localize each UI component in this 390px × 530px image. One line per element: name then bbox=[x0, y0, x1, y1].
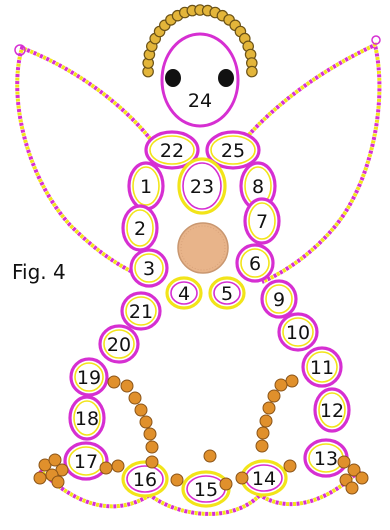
ring-label-12: 12 bbox=[320, 400, 344, 422]
ring-label-17: 17 bbox=[74, 451, 98, 473]
orange-bead bbox=[346, 482, 358, 494]
ring-label-9: 9 bbox=[273, 289, 285, 311]
orange-bead bbox=[52, 476, 64, 488]
ring-label-8: 8 bbox=[252, 176, 264, 198]
orange-bead bbox=[286, 375, 298, 387]
orange-bead bbox=[356, 472, 368, 484]
ring-label-13: 13 bbox=[314, 448, 338, 470]
ring-label-2: 2 bbox=[134, 218, 146, 240]
orange-bead bbox=[100, 462, 112, 474]
figure-label: Fig. 4 bbox=[12, 260, 66, 284]
ring-label-22: 22 bbox=[160, 140, 184, 162]
ring-label-21: 21 bbox=[129, 301, 153, 323]
ring-label-23: 23 bbox=[190, 176, 214, 198]
head bbox=[162, 34, 238, 126]
ring-label-10: 10 bbox=[286, 322, 310, 344]
ring-label-11: 11 bbox=[310, 357, 334, 379]
center-bead bbox=[178, 223, 228, 273]
orange-bead bbox=[108, 376, 120, 388]
ring-label-18: 18 bbox=[75, 408, 99, 430]
orange-bead bbox=[140, 416, 152, 428]
ring-label-25: 25 bbox=[221, 140, 245, 162]
orange-bead bbox=[256, 440, 268, 452]
orange-bead bbox=[146, 441, 158, 453]
orange-bead bbox=[121, 380, 133, 392]
orange-bead bbox=[263, 402, 275, 414]
ring-label-24: 24 bbox=[188, 90, 212, 112]
ring-label-15: 15 bbox=[194, 479, 218, 501]
orange-bead bbox=[275, 379, 287, 391]
halo-bead bbox=[247, 66, 257, 76]
orange-bead bbox=[220, 478, 232, 490]
orange-bead bbox=[129, 392, 141, 404]
ring-label-7: 7 bbox=[256, 211, 268, 233]
orange-bead bbox=[257, 427, 269, 439]
ring-label-20: 20 bbox=[107, 334, 131, 356]
ring-label-16: 16 bbox=[133, 469, 157, 491]
orange-bead bbox=[135, 404, 147, 416]
ring-label-14: 14 bbox=[252, 468, 276, 490]
orange-bead bbox=[34, 472, 46, 484]
orange-bead bbox=[260, 415, 272, 427]
orange-bead bbox=[204, 450, 216, 462]
orange-bead bbox=[112, 460, 124, 472]
orange-bead bbox=[236, 472, 248, 484]
orange-bead bbox=[146, 456, 158, 468]
orange-bead bbox=[268, 390, 280, 402]
ring-label-3: 3 bbox=[143, 258, 155, 280]
ring-label-4: 4 bbox=[178, 283, 190, 305]
ring-label-6: 6 bbox=[249, 253, 261, 275]
left-eye bbox=[165, 69, 181, 87]
orange-bead bbox=[144, 428, 156, 440]
ring-label-19: 19 bbox=[77, 367, 101, 389]
right-eye bbox=[218, 69, 234, 87]
ring-label-5: 5 bbox=[221, 283, 233, 305]
orange-bead bbox=[284, 460, 296, 472]
orange-bead bbox=[171, 474, 183, 486]
orange-bead bbox=[338, 456, 350, 468]
ring-label-1: 1 bbox=[140, 176, 152, 198]
